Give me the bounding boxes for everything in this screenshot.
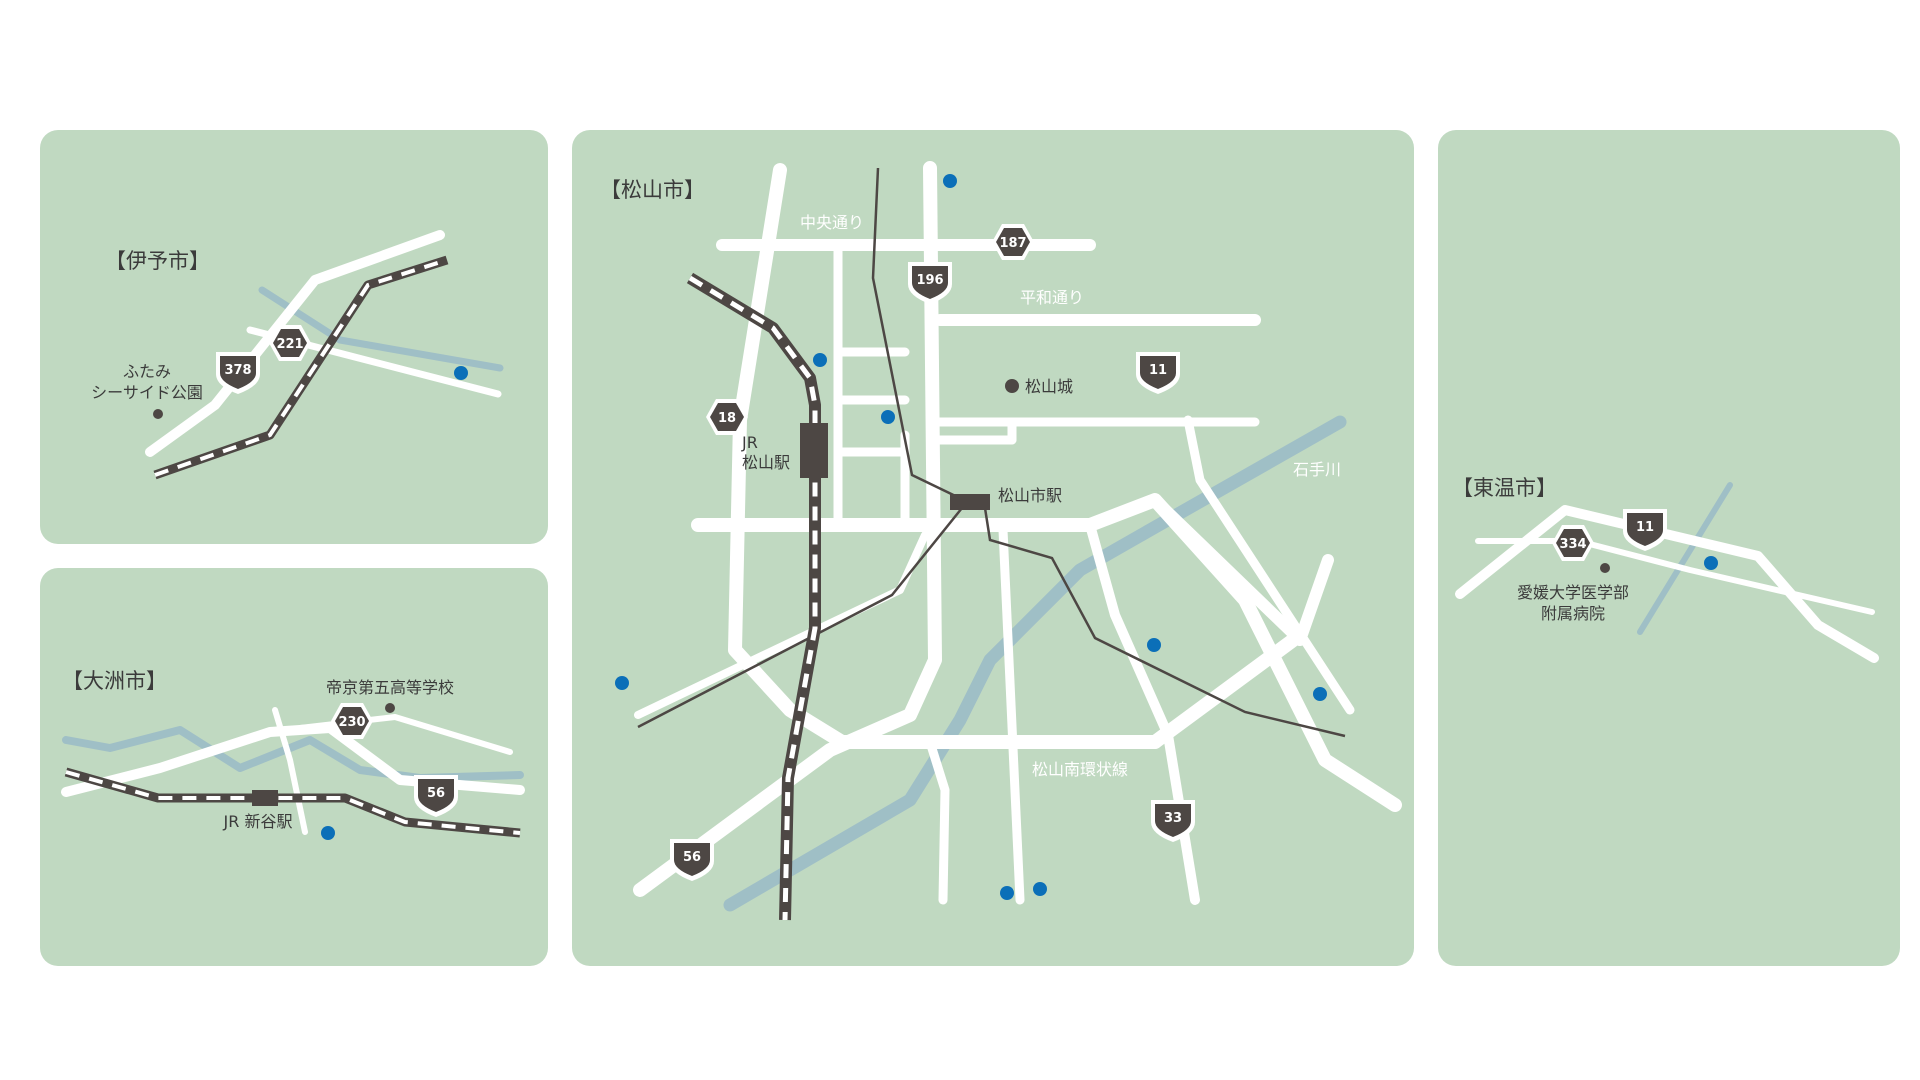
svg-text:221: 221	[276, 337, 303, 352]
svg-text:334: 334	[1559, 537, 1586, 552]
facility-marker-3	[881, 410, 895, 424]
panel-ozu: 230 56 【大洲市】 帝京第五高等学校 JR 新谷駅	[40, 568, 548, 966]
iyo-facility-marker	[454, 366, 468, 380]
route-18-hex: 18	[706, 399, 748, 435]
tram-line-west	[637, 507, 963, 729]
chuo-street-label: 中央通り	[800, 213, 864, 232]
toon-hospital-label-1: 愛媛大学医学部	[1517, 583, 1629, 602]
matsuyama-city-station-block	[950, 494, 990, 510]
facility-marker-5	[1147, 638, 1161, 652]
facility-marker-6	[1313, 687, 1327, 701]
svg-text:56: 56	[427, 786, 445, 801]
jr-station-label-2: 松山駅	[742, 453, 790, 472]
castle-dot	[1005, 379, 1019, 393]
svg-text:33: 33	[1164, 811, 1182, 826]
matsuyama-roads	[633, 161, 1402, 905]
iyo-park-label-2: シーサイド公園	[91, 383, 203, 402]
svg-text:378: 378	[224, 363, 251, 378]
iyo-park-label-1: ふたみ	[123, 362, 171, 381]
facility-marker-1	[943, 174, 957, 188]
panel-toon-bg	[1438, 130, 1900, 966]
iyo-route-221-hex: 221	[269, 325, 311, 361]
ishite-river	[723, 415, 1347, 912]
svg-text:187: 187	[999, 236, 1026, 251]
iyo-park-dot	[153, 409, 163, 419]
panel-iyo: 378 221 【伊予市】 ふたみ シーサイド公園	[40, 130, 548, 544]
facility-marker-8	[1033, 882, 1047, 896]
toon-route-334-hex: 334	[1552, 525, 1594, 561]
panel-matsuyama: 187 196 11 18 56 33 【松山市】	[572, 130, 1414, 966]
iyo-road-main	[145, 230, 445, 457]
svg-text:56: 56	[683, 850, 701, 865]
ishite-river-label: 石手川	[1293, 460, 1341, 479]
ozu-title: 【大洲市】	[62, 669, 167, 693]
city-station-label: 松山市駅	[998, 486, 1062, 505]
route-56-shield: 56	[670, 839, 714, 881]
panel-toon: 334 11 【東温市】 愛媛大学医学部 附属病院	[1438, 130, 1900, 966]
tram-line-north	[871, 167, 971, 505]
tram-line-east	[983, 507, 1346, 738]
route-11-shield: 11	[1136, 352, 1180, 394]
toon-hospital-label-2: 附属病院	[1541, 604, 1605, 623]
iyo-title: 【伊予市】	[105, 249, 210, 273]
svg-text:11: 11	[1149, 363, 1167, 378]
toon-river	[1637, 482, 1733, 635]
svg-text:196: 196	[916, 273, 943, 288]
ozu-road-upper	[297, 714, 513, 755]
facility-marker-7	[1000, 886, 1014, 900]
facility-marker-4	[615, 676, 629, 690]
ozu-station-block	[252, 790, 278, 806]
castle-label: 松山城	[1025, 377, 1073, 396]
ozu-road-cross	[272, 707, 308, 835]
route-187-hex: 187	[992, 224, 1034, 260]
toon-facility-marker	[1704, 556, 1718, 570]
svg-text:18: 18	[718, 411, 736, 426]
toon-road-branch	[1475, 538, 1875, 615]
toon-title: 【東温市】	[1452, 476, 1557, 500]
jr-station-label-1: JR	[741, 433, 758, 452]
jr-matsuyama-station-block	[800, 423, 828, 478]
svg-text:11: 11	[1636, 520, 1654, 535]
svg-text:230: 230	[338, 715, 365, 730]
ozu-route-56-shield: 56	[414, 775, 458, 817]
toon-hospital-dot	[1600, 563, 1610, 573]
facility-marker-2	[813, 353, 827, 367]
ring-road-label: 松山南環状線	[1032, 760, 1128, 779]
ozu-route-230-hex: 230	[331, 703, 373, 739]
iyo-route-378-shield: 378	[216, 352, 260, 394]
ozu-school-label: 帝京第五高等学校	[326, 678, 454, 697]
route-33-shield: 33	[1151, 800, 1195, 842]
ozu-facility-marker	[321, 826, 335, 840]
route-196-shield: 196	[908, 262, 952, 304]
iyo-railway-dash	[154, 258, 448, 477]
jr-railway-dash	[688, 275, 818, 921]
ozu-station-label: JR 新谷駅	[223, 812, 293, 831]
matsuyama-title: 【松山市】	[600, 178, 705, 202]
heiwa-street-label: 平和通り	[1020, 288, 1084, 307]
ozu-railway-dash	[65, 770, 521, 835]
toon-route-11-shield: 11	[1623, 509, 1667, 551]
ozu-school-dot	[385, 703, 395, 713]
